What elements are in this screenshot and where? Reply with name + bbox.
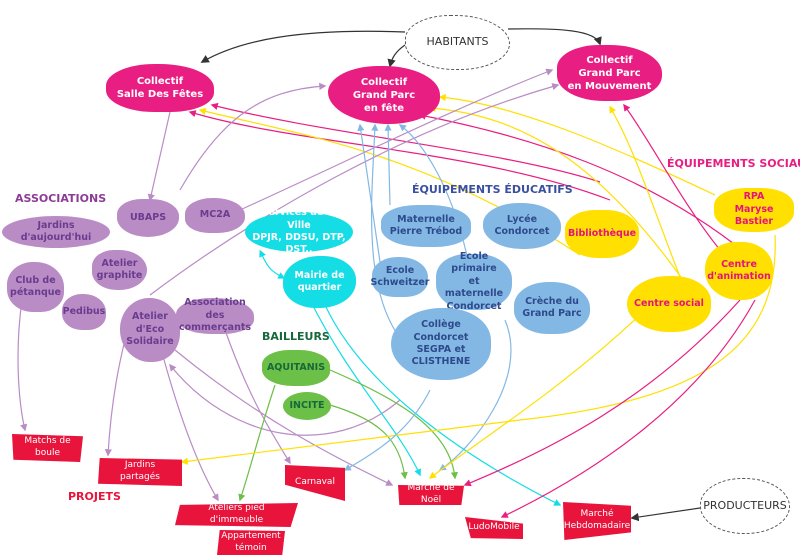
link-habitants-salle: [200, 30, 406, 63]
bibliotheque: Bibliothèque: [565, 210, 639, 258]
assoc-club-petanque: Club de pétanque: [7, 262, 64, 312]
link-habitants-fete: [387, 44, 406, 68]
producteurs-cloud: PRODUCTEURS: [700, 478, 790, 534]
link-producteurs-hebdo: [630, 507, 701, 522]
link-mairie-noel: [309, 299, 421, 477]
centre-animation: Centre d'animation: [705, 242, 773, 300]
link-animation-salle: [210, 102, 601, 183]
link-eco-ateliers: [159, 344, 219, 502]
centre-social: Centre social: [627, 276, 711, 332]
aquitanis: AQUITANIS: [262, 350, 330, 386]
link-biblio-salle: [188, 110, 611, 201]
services-de-la-ville: Services de la Ville DPJR, DDSU, DTP, DS…: [245, 207, 353, 255]
link-animation-fete: [418, 112, 761, 266]
projet-ludomobile: LudoMobile: [465, 517, 523, 539]
collectif-grand-parc-en-fete: Collectif Grand Parc en fête: [328, 66, 440, 124]
maternelle-pierre-trebod: Maternelle Pierre Trébod: [381, 205, 471, 247]
incite: INCITE: [283, 392, 331, 420]
assoc-atelier-eco-solidaire: Atelier d'Eco Solidaire: [120, 298, 180, 362]
collectif-grand-parc-en-mouvement: Collectif Grand Parc en Mouvement: [557, 45, 662, 101]
assoc-atelier-graphite: Atelier graphite: [92, 250, 147, 290]
section-bailleurs: BAILLEURS: [262, 330, 330, 343]
mairie-de-quartier: Mairie de quartier: [283, 256, 356, 308]
creche-grand-parc: Crèche du Grand Parc: [514, 282, 590, 334]
section-educatifs: ÉQUIPEMENTS ÉDUCATIFS: [412, 183, 573, 196]
link-college-carnaval: [343, 389, 431, 471]
link-habitants-mouvement: [507, 28, 602, 46]
projet-appartement-temoin: Appartement témoin: [217, 530, 285, 555]
assoc-commercants: Association des commerçants: [176, 297, 254, 334]
link-ubaps-fete: [179, 82, 327, 191]
link-college-eco: [169, 363, 401, 436]
lycee-condorcet: Lycée Condorcet: [483, 203, 561, 249]
section-associations: ASSOCIATIONS: [15, 192, 107, 205]
link-mc2a-mouvement: [239, 68, 554, 211]
link-schweitzer-fete: [357, 123, 381, 263]
assoc-ubaps: UBAPS: [117, 199, 179, 237]
link-eco-mouvement: [149, 83, 560, 296]
link-primaire-noel: [438, 319, 512, 471]
link-eco-jardins: [104, 339, 126, 457]
rpa-maryse-bastier: RPA Maryse Bastier: [714, 188, 794, 232]
projet-ateliers-pied-immeuble: Ateliers pied d'immeuble: [175, 503, 298, 527]
link-social-mouvement: [609, 105, 686, 291]
link-salle-ubaps: [147, 111, 171, 202]
link-social-noel: [428, 314, 641, 479]
ecole-primaire-condorcet: Ecole primaire et maternelle Condorcet: [436, 251, 512, 312]
projet-matchs-de-boule: Matchs de boule: [12, 434, 83, 462]
section-projets: PROJETS: [68, 490, 121, 503]
link-mairie-hebdo: [324, 304, 562, 506]
assoc-pedibus: Pedibus: [62, 294, 106, 330]
college-condorcet: Collège Condorcet SEGPA et CLISTHENE: [391, 308, 491, 380]
link-animation-ludo: [500, 299, 756, 518]
habitants-cloud: HABITANTS: [405, 15, 510, 70]
projet-jardins-partages: Jardins partagés: [98, 458, 182, 486]
section-sociaux: ÉQUIPEMENTS SOCIAUX: [667, 157, 800, 170]
collectif-salle-des-fetes: Collectif Salle Des Fêtes: [106, 64, 214, 112]
assoc-mc2a: MC2A: [185, 198, 245, 233]
link-maternelle-fete: [384, 123, 392, 206]
link-social-fete: [428, 104, 691, 291]
projet-marche-hebdomadaire: Marché Hebdomadaire: [563, 502, 631, 540]
link-petanque-boule: [17, 299, 28, 432]
projet-marche-de-noel: Marché de Noël: [398, 485, 464, 505]
ecole-schweitzer: Ecole Schweitzer: [371, 257, 429, 297]
link-rpa-jardins: [180, 234, 776, 465]
link-rpa-fete: [438, 93, 716, 196]
link-animation-mouvement: [623, 103, 721, 251]
link-services-mairie: [259, 249, 286, 279]
link-animation-noel: [463, 299, 741, 487]
link-aquitanis-noel: [329, 369, 458, 480]
link-aquitanis-ateliers: [238, 384, 276, 502]
link-incite-noel: [329, 404, 408, 480]
link-commercants-carnaval: [224, 329, 291, 465]
assoc-jardins-aujourdhui: Jardins d'aujourd'hui: [2, 216, 110, 248]
